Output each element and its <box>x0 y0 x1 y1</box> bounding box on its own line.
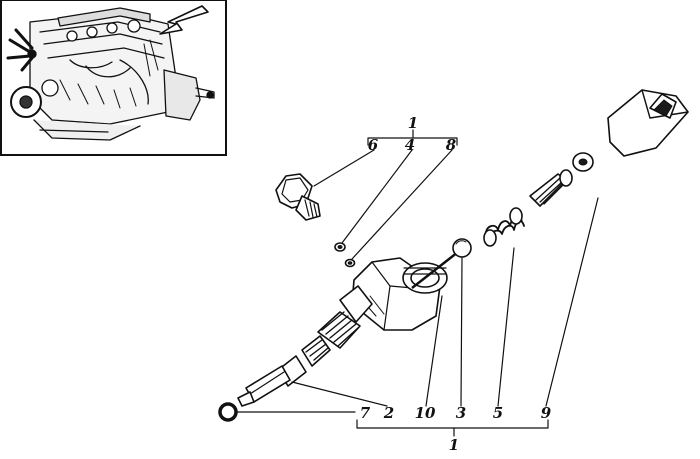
nozzle-part <box>237 355 307 407</box>
locator-arrow-icon <box>159 5 209 35</box>
engine-illustration <box>6 7 215 141</box>
callout-7: 7 <box>360 404 371 422</box>
top-group-label: 1 <box>408 114 418 132</box>
bottom-bracket <box>356 419 549 429</box>
callout-10: 10 <box>415 404 436 422</box>
callout-2: 2 <box>383 404 394 422</box>
callout-5: 5 <box>493 404 503 422</box>
injector-body-part <box>301 257 448 367</box>
o-ring-part <box>218 402 238 422</box>
leader-lines <box>235 129 599 437</box>
washer-part-8 <box>344 258 356 268</box>
engine-inset <box>0 0 227 156</box>
parts <box>218 89 689 422</box>
union-nut-part <box>275 173 321 221</box>
spring-part <box>483 207 525 247</box>
adjusting-screw-part <box>529 169 573 207</box>
cap-nut-part <box>572 152 594 172</box>
callout-3: 3 <box>456 404 466 422</box>
callout-4: 4 <box>405 136 415 154</box>
spring-seat-ball-part <box>411 238 472 289</box>
washer-part-4 <box>334 242 346 252</box>
end-cap-part <box>607 89 689 157</box>
callout-6: 6 <box>368 136 379 154</box>
fan-icon <box>6 28 37 72</box>
callout-9: 9 <box>541 404 552 422</box>
callout-8: 8 <box>446 136 457 154</box>
bottom-group-label: 1 <box>449 436 459 454</box>
callouts: 1 6 4 8 7 2 10 3 5 9 1 <box>360 114 552 454</box>
